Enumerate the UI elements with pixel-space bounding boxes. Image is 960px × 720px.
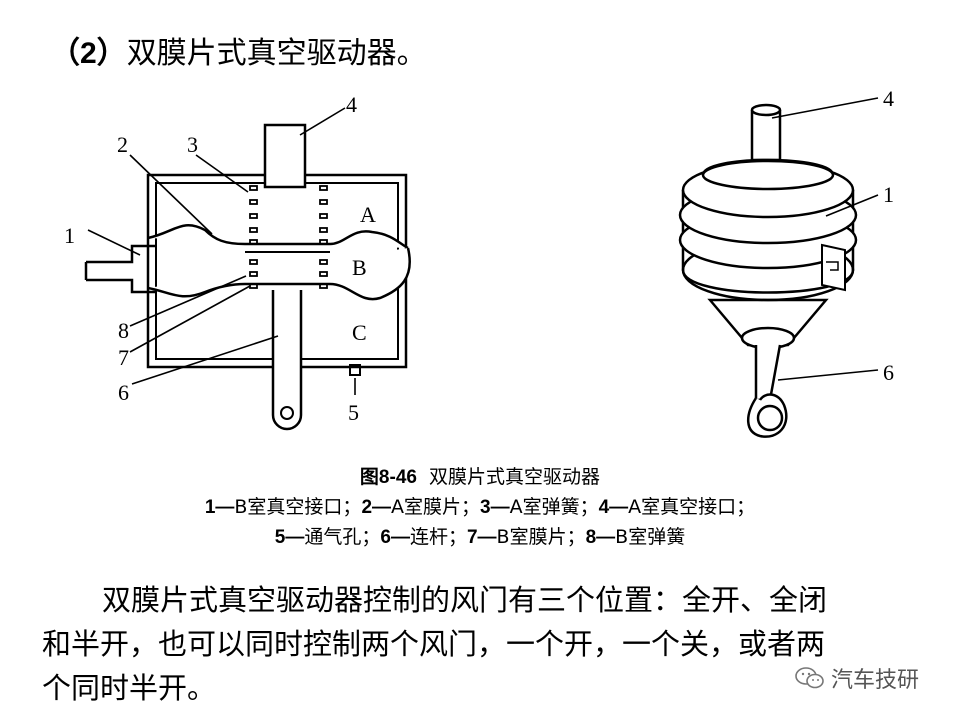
right-actuator-3d <box>678 97 879 438</box>
top-dome-rim <box>701 159 835 191</box>
left-leader-lines <box>87 107 356 395</box>
callout-5: 5 <box>348 400 359 425</box>
chamber-c-label: C <box>352 320 367 345</box>
figure-caption-title: 图8-46 双膜片式真空驱动器 <box>0 462 960 489</box>
port-a-connector <box>263 123 307 189</box>
caption-text-7: B室膜片； <box>496 526 586 548</box>
caption-text-1: B室真空接口； <box>234 496 362 518</box>
callout-4: 4 <box>346 92 357 117</box>
right-callout-1: 1 <box>883 182 894 207</box>
paragraph-line-3: 个同时半开。 <box>42 671 217 705</box>
caption-text-8: B室弹簧 <box>615 526 686 548</box>
diagram-figures: 1 2 3 4 5 6 7 8 A B C 4 1 <box>64 86 894 438</box>
caption-line-2: 5—通气孔；6—连杆；7—B室膜片；8—B室弹簧 <box>274 526 686 548</box>
caption-text-3: A室弹簧； <box>509 496 599 518</box>
watermark-text: 汽车技研 <box>831 668 920 693</box>
spring-a <box>249 185 328 245</box>
left-actuator-diagram <box>84 107 411 431</box>
callout-7: 7 <box>118 345 129 370</box>
heading-title: 双膜片式真空驱动器。 <box>126 36 427 71</box>
right-callout-4: 4 <box>883 86 894 111</box>
page-heading: （2）双膜片式真空驱动器。 <box>50 28 427 72</box>
right-callout-6: 6 <box>883 360 894 385</box>
heading-number: （2） <box>50 37 127 70</box>
caption-num-6: 6 <box>380 527 391 548</box>
caption-num-7: 7 <box>466 527 478 548</box>
figure-number: 图8-46 <box>359 467 417 488</box>
rod-eye <box>280 406 294 420</box>
chamber-b-label: B <box>352 255 367 280</box>
caption-num-3: 3 <box>480 497 491 518</box>
figure-title: 双膜片式真空驱动器 <box>429 466 601 488</box>
paragraph-line-1: 双膜片式真空驱动器控制的风门有三个位置：全开、全闭 <box>102 583 828 617</box>
caption-text-4: A室真空接口； <box>628 496 756 518</box>
callout-8: 8 <box>118 318 129 343</box>
chamber-a-label: A <box>360 202 376 227</box>
window-spring <box>826 261 839 271</box>
top-shaft-cap <box>750 103 782 117</box>
caption-text-5: 通气孔； <box>304 526 381 548</box>
body-window <box>821 243 846 292</box>
right-leader-lines <box>771 97 879 381</box>
wechat-icon <box>795 667 824 689</box>
lower-rod <box>754 344 782 402</box>
caption-num-1: 1 <box>204 497 216 518</box>
diaphragm-b <box>147 247 411 301</box>
callout-3: 3 <box>187 132 198 157</box>
callout-1: 1 <box>64 223 75 248</box>
port-b-connector <box>86 244 156 294</box>
paragraph-line-2: 和半开，也可以同时控制两个风门，一个开，一个关，或者两 <box>42 627 826 661</box>
lever-pin <box>756 404 784 432</box>
connecting-rod <box>271 290 303 431</box>
caption-text-6: 连杆； <box>409 526 467 548</box>
caption-num-2: 2 <box>361 497 373 518</box>
caption-line-1: 1—B室真空接口；2—A室膜片；3—A室弹簧；4—A室真空接口； <box>204 496 756 518</box>
vent-hole <box>349 364 361 376</box>
callout-6: 6 <box>118 380 129 405</box>
diaphragm-a <box>147 224 409 250</box>
caption-num-8: 8 <box>585 527 597 548</box>
callout-2: 2 <box>117 132 128 157</box>
caption-num-5: 5 <box>274 527 286 548</box>
caption-num-4: 4 <box>598 497 610 518</box>
watermark: 汽车技研 <box>795 662 919 694</box>
caption-text-2: A室膜片； <box>391 496 481 518</box>
